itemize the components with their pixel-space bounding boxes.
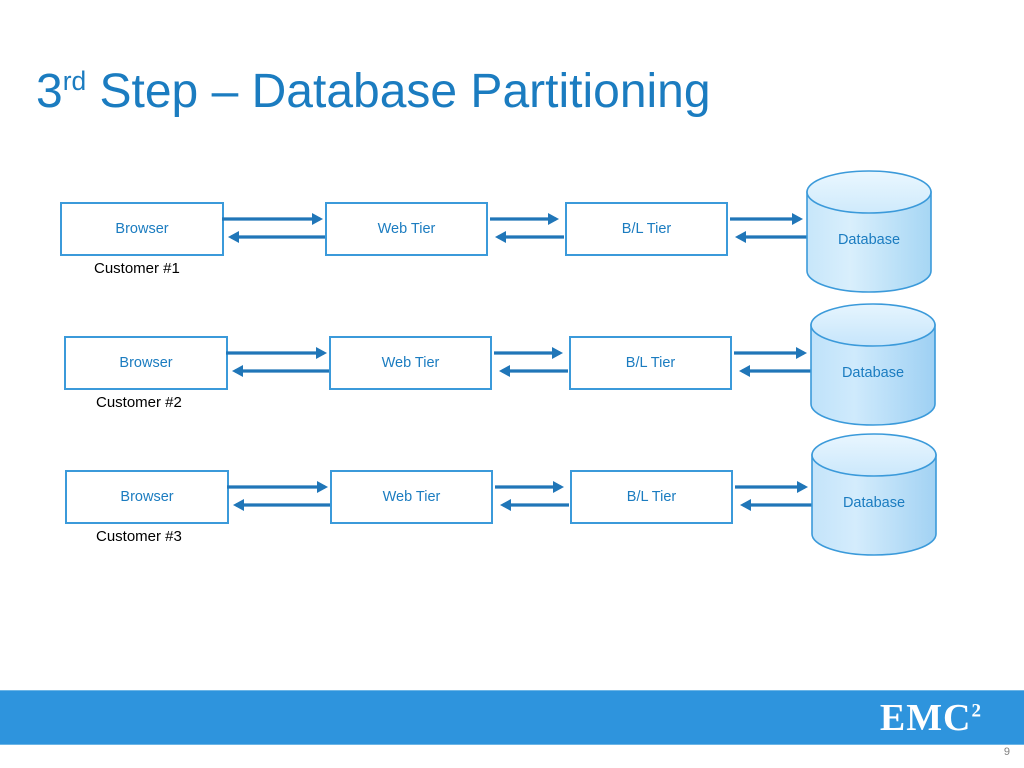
node-browser-row1[interactable]: Browser [60, 202, 224, 256]
title-rest: Step – Database Partitioning [86, 65, 711, 118]
title-prefix: 3 [36, 65, 63, 118]
database-cylinder-row1[interactable]: Database [806, 170, 932, 293]
emc-logo-superscript: 2 [971, 700, 982, 722]
node-label: B/L Tier [626, 489, 677, 505]
emc-logo: EMC2 [880, 698, 982, 738]
node-label: Web Tier [381, 355, 440, 371]
node-label: Web Tier [377, 221, 436, 237]
node-label: B/L Tier [621, 221, 672, 237]
arrow-pair-browser-web-row1 [222, 208, 329, 248]
footer-bar [0, 690, 1024, 745]
customer-label-row1: Customer #1 [94, 260, 180, 277]
node-web-tier-row1[interactable]: Web Tier [325, 202, 488, 256]
node-browser-row3[interactable]: Browser [65, 470, 229, 524]
page-title: 3rd Step – Database Partitioning [36, 64, 711, 120]
page-number: 9 [1003, 746, 1010, 758]
diagram-row-2: Browser Customer #2 Web Tier [0, 303, 1024, 479]
node-label: Browser [119, 355, 173, 371]
arrow-pair-web-bl-row2 [494, 342, 568, 382]
title-superscript: rd [62, 66, 87, 96]
database-cylinder-row3[interactable]: Database [811, 433, 937, 556]
node-bl-tier-row1[interactable]: B/L Tier [565, 202, 728, 256]
node-label: Web Tier [382, 489, 441, 505]
node-browser-row2[interactable]: Browser [64, 336, 228, 390]
node-bl-tier-row3[interactable]: B/L Tier [570, 470, 733, 524]
node-web-tier-row3[interactable]: Web Tier [330, 470, 493, 524]
arrow-pair-bl-database-row3 [735, 476, 813, 516]
arrow-pair-web-bl-row3 [495, 476, 569, 516]
arrow-pair-bl-database-row1 [730, 208, 808, 248]
customer-label-row2: Customer #2 [96, 394, 182, 411]
arrow-pair-browser-web-row3 [227, 476, 334, 516]
architecture-diagram: Browser Customer #1 Web Tier [0, 170, 1024, 613]
arrow-pair-web-bl-row1 [490, 208, 564, 248]
node-bl-tier-row2[interactable]: B/L Tier [569, 336, 732, 390]
diagram-row-3: Browser Customer #3 Web Tier [0, 433, 1024, 613]
emc-logo-text: EMC [879, 697, 972, 739]
node-label: B/L Tier [625, 355, 676, 371]
node-web-tier-row2[interactable]: Web Tier [329, 336, 492, 390]
node-label: Browser [115, 221, 169, 237]
customer-label-row3: Customer #3 [96, 528, 182, 545]
node-label: Browser [120, 489, 174, 505]
arrow-pair-browser-web-row2 [226, 342, 333, 382]
diagram-row-1: Browser Customer #1 Web Tier [0, 170, 1024, 345]
arrow-pair-bl-database-row2 [734, 342, 812, 382]
database-cylinder-row2[interactable]: Database [810, 303, 936, 426]
